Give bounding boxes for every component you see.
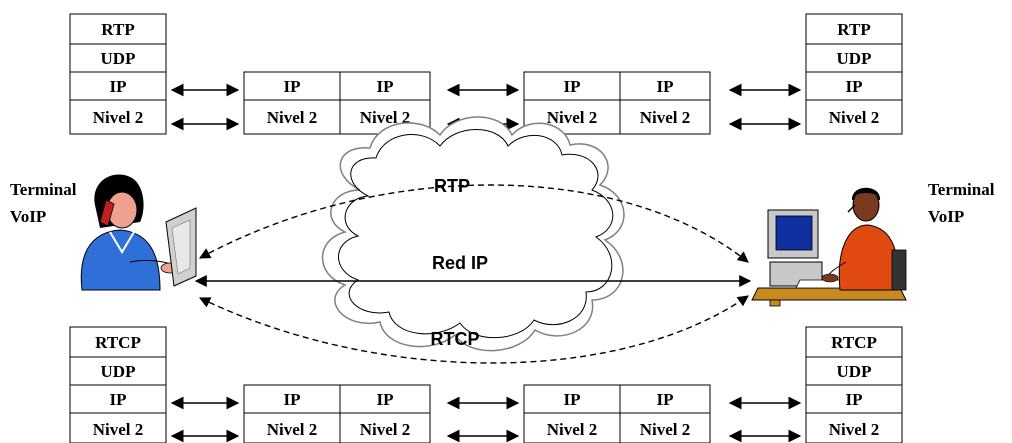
stack-layer: IP <box>657 390 674 409</box>
bottom-stack-end-left: RTCP UDP IP Nivel 2 <box>69 326 167 443</box>
stack-layer: Nivel 2 <box>547 420 598 439</box>
stack-layer: Nivel 2 <box>267 420 318 439</box>
stack-layer: RTCP <box>95 333 141 352</box>
top-link-arrows <box>170 83 802 131</box>
stack-layer: UDP <box>837 49 872 68</box>
man-computer-icon <box>751 187 907 307</box>
stack-layer: Nivel 2 <box>829 108 880 127</box>
stack-layer: Nivel 2 <box>640 420 691 439</box>
stack-layer: Nivel 2 <box>93 420 144 439</box>
left-terminal-label-line1: Terminal <box>10 180 77 199</box>
stack-layer: Nivel 2 <box>547 108 598 127</box>
top-stack-router-2: IP IP Nivel 2 Nivel 2 <box>523 71 711 135</box>
top-stack-end-right: RTP UDP IP Nivel 2 <box>805 13 903 135</box>
stack-layer: Nivel 2 <box>93 108 144 127</box>
stack-layer: IP <box>284 77 301 96</box>
bottom-stack-router-1: IP IP Nivel 2 Nivel 2 <box>243 384 431 443</box>
rtp-flow-arrow <box>199 184 749 263</box>
stack-layer: IP <box>564 390 581 409</box>
red-ip-label: Red IP <box>432 253 488 273</box>
ip-network-cloud <box>321 116 625 352</box>
stack-layer: IP <box>284 390 301 409</box>
right-terminal-label-line2: VoIP <box>928 207 964 226</box>
stack-layer: Nivel 2 <box>640 108 691 127</box>
stack-layer: RTCP <box>831 333 877 352</box>
stack-layer: RTP <box>101 20 134 39</box>
stack-layer: IP <box>846 390 863 409</box>
stack-layer: Nivel 2 <box>360 108 411 127</box>
top-stack-router-1: IP IP Nivel 2 Nivel 2 <box>243 71 431 135</box>
stack-layer: UDP <box>837 362 872 381</box>
top-stack-end-left: RTP UDP IP Nivel 2 <box>69 13 167 135</box>
stack-layer: IP <box>846 77 863 96</box>
stack-layer: IP <box>110 77 127 96</box>
right-terminal-label-line1: Terminal <box>928 180 995 199</box>
bottom-link-arrows <box>170 396 802 443</box>
woman-phone-icon <box>80 174 197 291</box>
stack-layer: IP <box>377 390 394 409</box>
rtp-label: RTP <box>434 176 470 196</box>
stack-layer: UDP <box>101 49 136 68</box>
rtcp-flow-arrow <box>198 295 749 364</box>
stack-layer: IP <box>377 77 394 96</box>
stack-layer: RTP <box>837 20 870 39</box>
left-terminal-label-line2: VoIP <box>10 207 46 226</box>
stack-layer: IP <box>564 77 581 96</box>
stack-layer: Nivel 2 <box>267 108 318 127</box>
stack-layer: Nivel 2 <box>360 420 411 439</box>
stack-layer: UDP <box>101 362 136 381</box>
rtcp-label: RTCP <box>431 329 480 349</box>
stack-layer: Nivel 2 <box>829 420 880 439</box>
bottom-stack-end-right: RTCP UDP IP Nivel 2 <box>805 326 903 443</box>
stack-layer: IP <box>110 390 127 409</box>
stack-layer: IP <box>657 77 674 96</box>
bottom-stack-router-2: IP IP Nivel 2 Nivel 2 <box>523 384 711 443</box>
